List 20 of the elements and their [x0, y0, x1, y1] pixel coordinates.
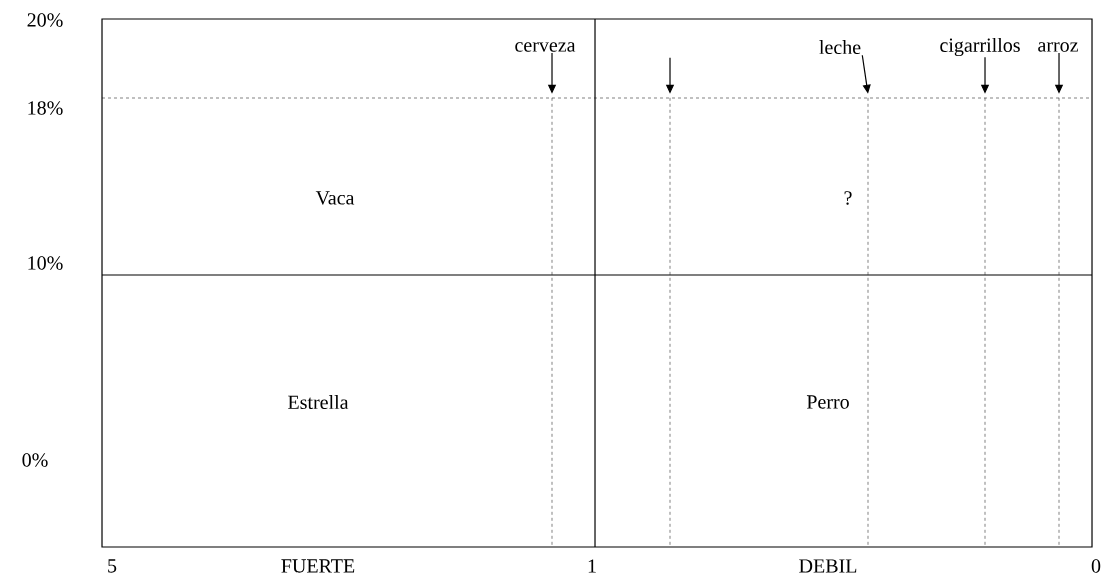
item-label: arroz	[1038, 42, 1078, 52]
axis-label: 20%	[27, 13, 63, 27]
axis-label: 0%	[22, 453, 48, 467]
dashed-line	[867, 97, 869, 548]
dashed-line	[551, 97, 553, 548]
axis-label: FUERTE	[281, 559, 355, 573]
quadrant-label: Estrella	[288, 394, 349, 410]
axis-label: 0	[1091, 559, 1101, 573]
dashed-line	[669, 97, 671, 548]
item-label: leche	[819, 39, 861, 55]
dashed-line	[1058, 97, 1060, 548]
axis-label: 5	[108, 559, 117, 573]
dashed-line	[984, 97, 986, 548]
axis-label: 1	[588, 559, 596, 573]
item-label: cigarrillos	[940, 37, 1020, 57]
axis-label: 10%	[28, 256, 63, 270]
axis-label: 18%	[28, 101, 63, 115]
item-label: cerveza	[515, 42, 576, 52]
axis-label: DEBIL	[799, 559, 857, 573]
quadrant-label: Vaca	[315, 191, 355, 205]
